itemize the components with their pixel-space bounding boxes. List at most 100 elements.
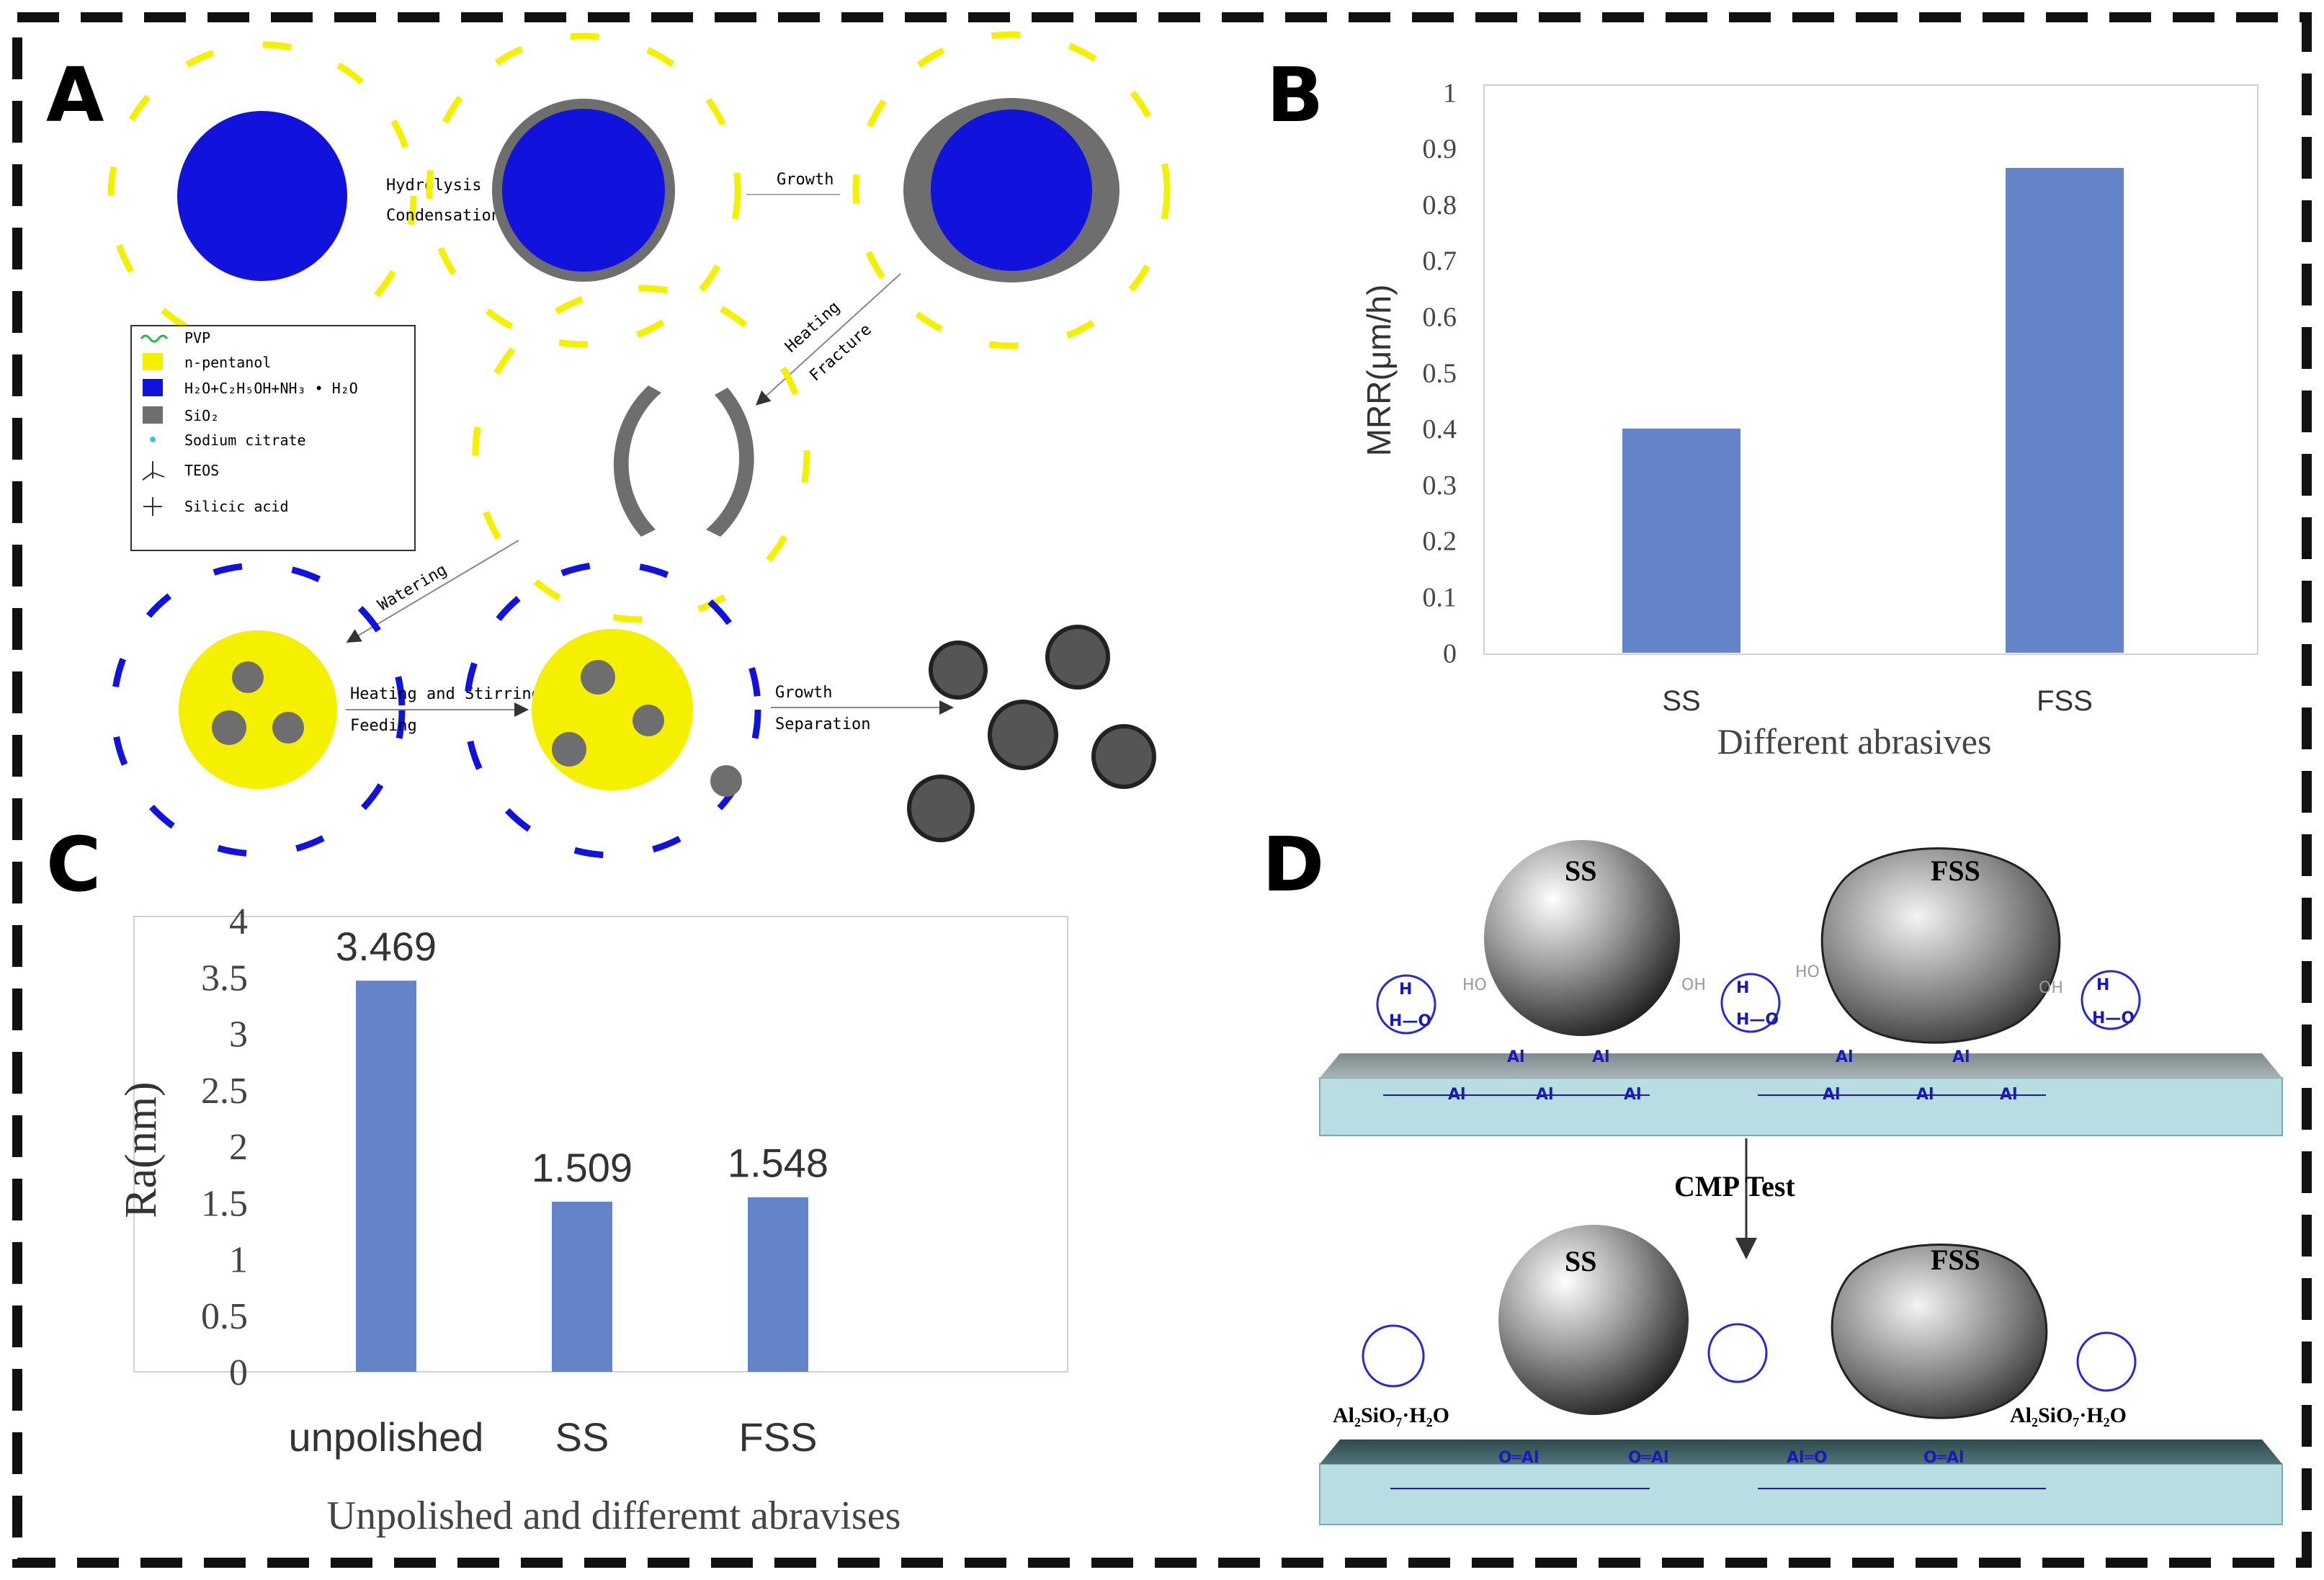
yellow-square-icon <box>143 353 163 370</box>
chem-label: Al <box>1952 1048 1970 1066</box>
chem-label: Al <box>1507 1048 1525 1066</box>
fss-particle-top <box>1820 847 2061 1044</box>
droplet-2 <box>463 561 761 859</box>
y-tick-label: 0.2 <box>1423 527 1457 557</box>
panel-a: A Hydrolysis Condensation Growth Heating… <box>46 31 1171 859</box>
y-tick-label: 0 <box>229 1352 248 1393</box>
ss-sphere-bottom <box>1498 1225 1689 1415</box>
product-label-right: Al₂SiO₇·H₂O <box>2010 1403 2127 1427</box>
legend-label: Silicic acid <box>184 498 289 515</box>
x-category-label: SS <box>1662 685 1700 717</box>
y-tick-label: 4 <box>229 901 248 942</box>
teos-icon <box>142 461 165 481</box>
x-category-label: SS <box>555 1414 609 1460</box>
panel-b-letter: B <box>1266 51 1323 139</box>
data-label: 1.509 <box>532 1145 633 1190</box>
y-tick-label: 0.6 <box>1423 303 1457 333</box>
legend-label: SiO₂ <box>184 407 219 424</box>
chem-label: Al <box>1836 1048 1854 1066</box>
y-tick-label: 0.5 <box>1423 358 1457 388</box>
legend-label: H₂O+C₂H₅OH+NH₃ • H₂O <box>184 380 358 397</box>
ss-label-bottom: SS <box>1565 1245 1597 1277</box>
cmp-test-label: CMP Test <box>1674 1170 1795 1202</box>
bar-fss <box>2006 168 2124 653</box>
chart-c-ylabel: Ra(nm) <box>117 1081 166 1218</box>
ss-label-top: SS <box>1565 854 1597 887</box>
data-label: 1.548 <box>728 1141 828 1186</box>
micelle-sphere-1 <box>107 41 417 351</box>
plus-icon <box>143 497 162 516</box>
y-tick-label: 0 <box>1443 638 1457 669</box>
chem-label: OH <box>1681 976 1706 994</box>
cyan-dot-icon <box>150 437 156 442</box>
step-growth-label-1: Growth <box>777 171 833 189</box>
chart-c-xlabel: Unpolished and differemt abravises <box>327 1494 901 1538</box>
panel-d: D SS FSS HO OH HO OH H H—O H H—O H H—O A… <box>1262 821 2283 1525</box>
fss-label-bottom: FSS <box>1931 1244 1980 1276</box>
y-tick-label: 2.5 <box>201 1071 248 1112</box>
bar-ss <box>552 1201 612 1372</box>
y-tick-label: 0.7 <box>1423 246 1457 277</box>
chem-label: Al <box>1592 1048 1610 1066</box>
panel-c-letter: C <box>46 821 101 909</box>
water-molecule <box>1376 970 2141 1035</box>
data-label: 3.469 <box>336 924 437 969</box>
bar-fss <box>748 1197 808 1372</box>
legend-label: TEOS <box>184 462 219 479</box>
y-tick-label: 1 <box>1443 78 1457 108</box>
pvp-wave-icon <box>140 334 169 343</box>
fss-label-top: FSS <box>1931 854 1980 887</box>
chem-label: O═Al <box>1923 1449 1965 1467</box>
fss-particle-bottom <box>1831 1244 2048 1419</box>
chem-label: O═Al <box>1498 1449 1539 1467</box>
y-tick-label: 2 <box>229 1127 248 1168</box>
substrate-top <box>1319 1053 2283 1136</box>
y-tick-label: 3.5 <box>201 958 248 999</box>
chem-label: O═Al <box>1628 1449 1669 1467</box>
product-label-left: Al₂SiO₇·H₂O <box>1333 1403 1449 1427</box>
figure-border <box>12 12 2312 1568</box>
x-category-label: unpolished <box>289 1414 484 1460</box>
y-tick-label: 1.5 <box>201 1183 248 1224</box>
y-tick-label: 3 <box>229 1014 248 1055</box>
y-tick-label: 0.9 <box>1423 134 1457 164</box>
micelle-sphere-2 <box>426 32 741 348</box>
x-category-label: FSS <box>2037 685 2093 717</box>
chem-label: HO <box>1462 976 1487 994</box>
chem-label: H—O <box>2092 1009 2135 1027</box>
y-tick-label: 0.3 <box>1423 470 1457 501</box>
y-tick-label: 0.5 <box>201 1296 248 1337</box>
chem-label: H <box>2096 976 2109 994</box>
chart-b-ylabel: MRR(μm/h) <box>1360 285 1398 457</box>
legend-label: Sodium citrate <box>184 432 306 449</box>
x-category-label: FSS <box>739 1414 818 1460</box>
step-hydrolysis-label: Hydrolysis <box>386 177 481 195</box>
chem-label: HO <box>1795 963 1820 981</box>
step-separation-label: Separation <box>775 715 870 733</box>
panel-d-letter: D <box>1262 821 1324 909</box>
panel-a-letter: A <box>46 51 104 139</box>
legend-label: PVP <box>184 329 210 347</box>
chem-label: H <box>1399 981 1412 999</box>
ss-sphere-top <box>1484 840 1680 1036</box>
chem-label: H—O <box>1389 1012 1431 1030</box>
alumina-chain-top: Al Al Al Al Al Al Al Al Al Al <box>1383 1048 2046 1104</box>
legend-box: PVP n-pentanol H₂O+C₂H₅OH+NH₃ • H₂O SiO₂… <box>130 325 416 551</box>
step-condensation-label: Condensation <box>386 207 501 225</box>
chem-label: H <box>1736 979 1749 997</box>
step-feeding-label: Feeding <box>350 717 417 735</box>
fss-particles <box>907 625 1156 842</box>
chem-label: OH <box>2039 979 2063 997</box>
gray-square-icon <box>143 406 163 424</box>
y-tick-label: 1 <box>229 1240 248 1281</box>
water-molecule <box>1362 1323 2137 1392</box>
substrate-bottom <box>1319 1440 2283 1525</box>
chem-label: H—O <box>1736 1011 1779 1029</box>
y-tick-label: 0.8 <box>1423 190 1457 220</box>
y-tick-label: 0.4 <box>1423 414 1457 445</box>
chart-b-xlabel: Different abrasives <box>1717 721 1992 762</box>
